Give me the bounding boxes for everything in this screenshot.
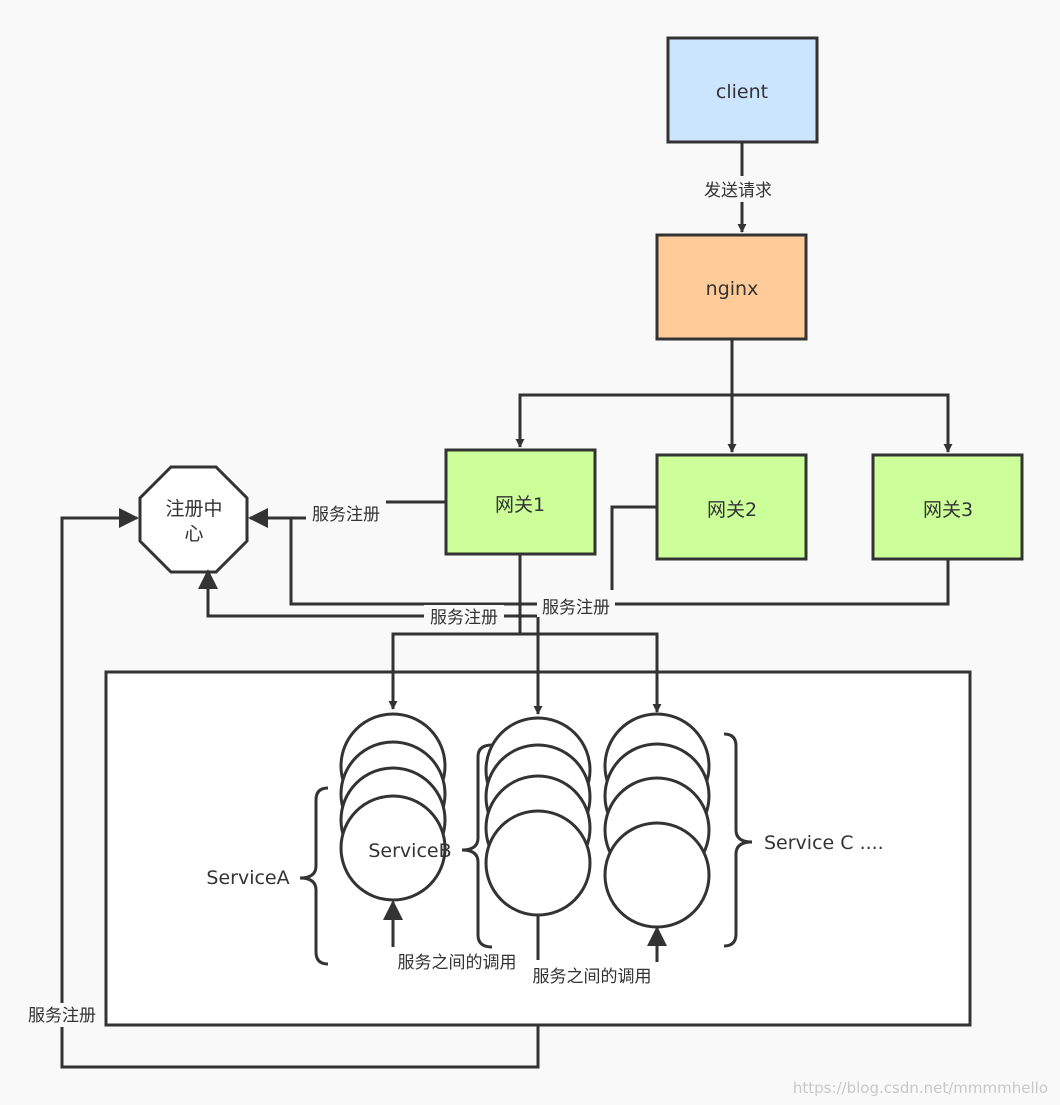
- serviceA-brace: [299, 786, 329, 966]
- serviceA-instance-4: [339, 794, 447, 902]
- nginx-label: nginx: [706, 278, 759, 300]
- gateway1-label: 网关1: [495, 494, 545, 516]
- inter-service-call-label-2: 服务之间的调用: [533, 967, 652, 987]
- serviceC-label: Service C ....: [764, 832, 884, 854]
- register-label-gateways: 服务注册: [542, 598, 610, 618]
- registry-label-line2: 心: [184, 523, 203, 545]
- edge-nginx-gateway3: [732, 393, 953, 453]
- registry-label-line1: 注册中: [165, 498, 222, 520]
- inter-service-call-label-1: 服务之间的调用: [398, 953, 517, 973]
- gateway2-box: [655, 453, 808, 561]
- edge-services-registry: [198, 569, 540, 636]
- gateway3-label: 网关3: [923, 499, 973, 521]
- client-label: client: [716, 81, 768, 103]
- register-label-2-bg: [537, 595, 615, 617]
- edge-outer-registry: [60, 508, 540, 1069]
- register-label-outer: 服务注册: [28, 1006, 96, 1026]
- serviceC-instance-4: [603, 821, 711, 929]
- edge-gateways-registry: [289, 518, 950, 606]
- serviceC-brace: [723, 732, 753, 948]
- edge-nginx-gateway1: [515, 339, 734, 448]
- gateway2-label: 网关2: [707, 499, 757, 521]
- call-label-1-bg: [389, 950, 525, 972]
- register-label-gateway1: 服务注册: [312, 505, 380, 525]
- edge-gateway2-link: [610, 505, 657, 590]
- serviceA-label: ServiceA: [206, 867, 289, 889]
- register-label-services: 服务注册: [430, 608, 498, 628]
- edge-to-serviceA: [388, 632, 520, 710]
- serviceB-instance-4: [484, 809, 592, 917]
- nginx-box: [655, 233, 808, 341]
- register-label-1-bg: [306, 503, 386, 527]
- watermark: https://blog.csdn.net/mmmmhello: [793, 1079, 1048, 1097]
- serviceB-label: ServiceB: [368, 840, 451, 862]
- register-label-4-bg: [21, 1003, 103, 1027]
- send-request-label: 发送请求: [704, 181, 772, 201]
- register-label-3-bg: [424, 605, 504, 627]
- serviceB-brace: [461, 743, 493, 949]
- call-label-2-bg: [523, 964, 661, 986]
- client-box: [666, 36, 819, 144]
- edge-to-serviceC: [538, 632, 662, 713]
- send-request-label-bg: [697, 176, 779, 202]
